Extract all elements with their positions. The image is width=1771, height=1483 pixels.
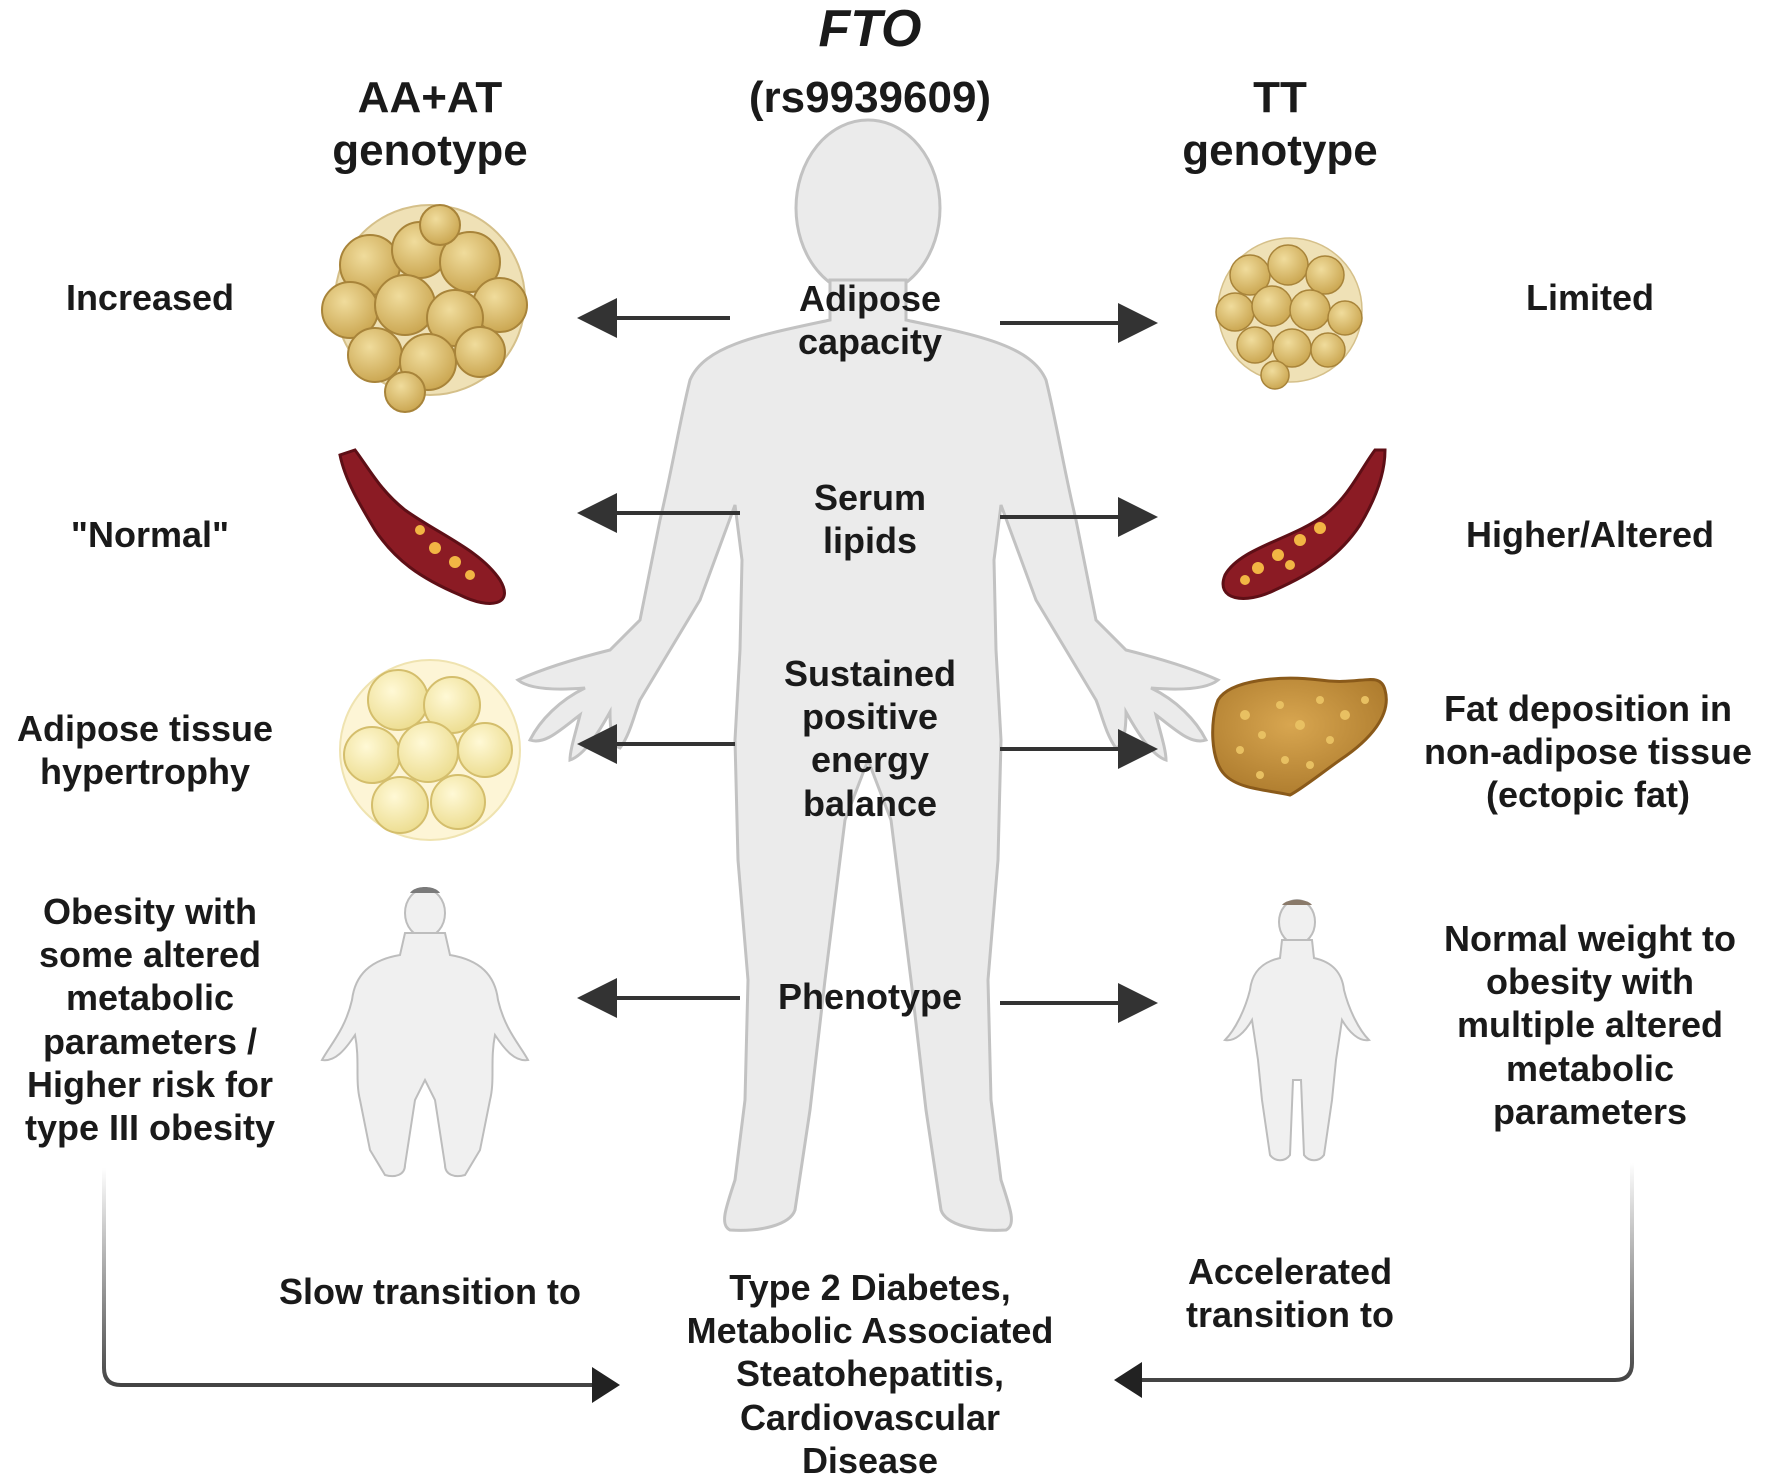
center-line: lipids — [822, 520, 917, 562]
center-label-phenotype: Phenotype — [740, 975, 1000, 1018]
disease-line: Cardiovascular — [739, 1396, 1001, 1438]
fatty-liver-icon — [1211, 676, 1388, 797]
center-line: energy — [810, 739, 930, 781]
blood-vessel-altered-icon — [1221, 448, 1387, 600]
flow-connectors — [102, 1163, 1634, 1387]
right-label-ectopic-fat: Fat deposition in non-adipose tissue (ec… — [1405, 687, 1771, 817]
disease-line: Steatohepatitis, — [735, 1353, 1005, 1395]
center-line: positive — [801, 696, 939, 738]
side-line: some altered — [38, 934, 262, 976]
left-label-normal: "Normal" — [20, 513, 280, 556]
side-line: multiple altered — [1456, 1004, 1724, 1046]
side-line: metabolic — [65, 977, 235, 1019]
right-label-limited: Limited — [1460, 276, 1720, 319]
side-line: type III obesity — [24, 1106, 276, 1148]
side-line: Adipose tissue — [16, 708, 274, 749]
side-line: Increased — [65, 277, 235, 318]
center-label-adipose-capacity: Adipose capacity — [740, 277, 1000, 363]
side-line: (ectopic fat) — [1485, 774, 1690, 816]
center-line: balance — [802, 782, 938, 824]
arrowhead-accelerated — [1114, 1362, 1142, 1398]
center-line: capacity — [797, 321, 943, 363]
accelerated-transition-label: Accelerated transition to — [1150, 1250, 1430, 1336]
side-line: obesity with — [1485, 961, 1695, 1003]
gene-title: FTO — [818, 0, 922, 58]
slow-flow-line — [102, 1168, 600, 1387]
blood-vessel-normal-icon — [338, 448, 506, 605]
side-line: hypertrophy — [39, 751, 251, 793]
slow-transition-label: Slow transition to — [279, 1271, 581, 1312]
arrowhead-slow — [592, 1367, 620, 1403]
hypertrophic-adipocytes-icon — [339, 659, 521, 841]
side-line: parameters / — [42, 1020, 258, 1062]
normal-weight-person-icon — [1222, 899, 1372, 1162]
left-label-increased: Increased — [20, 276, 280, 319]
right-genotype-label: TT genotype — [1150, 72, 1410, 178]
accelerated-flow-line — [1140, 1163, 1634, 1382]
obese-person-icon — [320, 887, 530, 1178]
arrows-right — [1000, 303, 1158, 1023]
left-label-obesity: Obesity with some altered metabolic para… — [0, 890, 300, 1149]
transition-line: transition to — [1186, 1294, 1394, 1336]
right-genotype-line1: TT — [1253, 73, 1307, 122]
left-genotype-label: AA+AT genotype — [300, 72, 560, 178]
side-line: Higher/Altered — [1465, 514, 1715, 555]
left-genotype-line1: AA+AT — [357, 73, 503, 122]
disease-line: Disease — [801, 1439, 939, 1481]
side-line: non-adipose tissue — [1423, 731, 1753, 773]
center-line: Serum — [813, 477, 927, 518]
center-line: Adipose — [798, 278, 941, 319]
side-line: metabolic — [1505, 1047, 1675, 1089]
snp-id: (rs9939609) — [748, 73, 992, 122]
transition-line: Accelerated — [1187, 1251, 1393, 1292]
adipocyte-cluster-small-icon — [1215, 237, 1363, 390]
side-line: parameters — [1492, 1090, 1688, 1132]
right-genotype-line2: genotype — [1182, 125, 1378, 175]
disease-line: Metabolic Associated — [686, 1310, 1054, 1352]
adipocyte-cluster-large-icon — [321, 204, 528, 413]
side-line: Limited — [1525, 277, 1654, 318]
center-label-serum-lipids: Serum lipids — [740, 476, 1000, 562]
center-label-energy-balance: Sustained positive energy balance — [740, 652, 1000, 825]
side-line: Obesity with — [42, 891, 258, 932]
right-label-normal-weight: Normal weight to obesity with multiple a… — [1420, 917, 1760, 1133]
right-label-higher-altered: Higher/Altered — [1440, 513, 1740, 556]
side-line: Higher risk for — [26, 1063, 274, 1105]
left-label-adipose-hypertrophy: Adipose tissue hypertrophy — [0, 707, 290, 793]
disease-line: Type 2 Diabetes, — [729, 1267, 1011, 1308]
center-line: Phenotype — [777, 976, 963, 1017]
side-line: Normal weight to — [1443, 918, 1736, 959]
side-line: Fat deposition in — [1444, 688, 1732, 729]
center-line: Sustained — [783, 653, 957, 694]
side-line: "Normal" — [70, 514, 230, 555]
arrows-left — [577, 298, 740, 1018]
disease-outcomes: Type 2 Diabetes, Metabolic Associated St… — [650, 1266, 1090, 1482]
left-genotype-line2: genotype — [332, 125, 528, 175]
